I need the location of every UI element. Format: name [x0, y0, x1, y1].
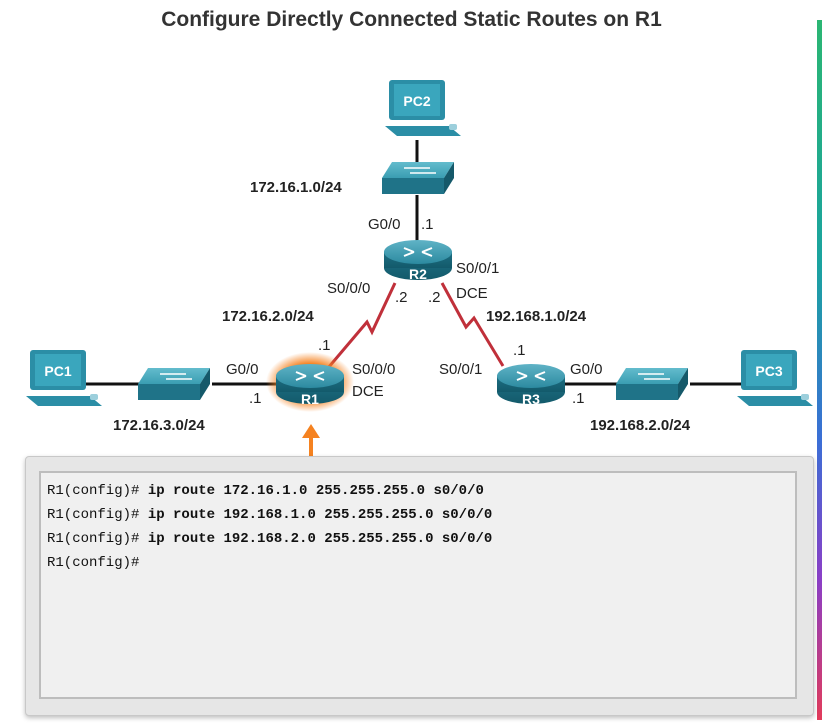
- pc2-label: PC2: [403, 93, 430, 109]
- cli-line: R1(config)# ip route 172.16.1.0 255.255.…: [47, 479, 789, 503]
- network-label-r1-r2: 172.16.2.0/24: [222, 308, 314, 325]
- side-color-strip: [817, 20, 822, 720]
- r1-label: R1: [301, 391, 319, 407]
- pc3[interactable]: [737, 350, 813, 406]
- network-label-left-lan: 172.16.3.0/24: [113, 417, 205, 434]
- pc2[interactable]: [385, 80, 461, 136]
- r1-pointer-arrow: [302, 424, 320, 458]
- pc3-label: PC3: [755, 363, 782, 379]
- diagram-title: Configure Directly Connected Static Rout…: [161, 8, 662, 31]
- r2-g00-host: .1: [421, 216, 434, 233]
- right-switch[interactable]: [616, 368, 688, 400]
- cli-command: ip route 172.16.1.0 255.255.255.0 s0/0/0: [147, 483, 484, 499]
- r3-g00-host: .1: [572, 390, 585, 407]
- cli-prompt: R1(config)#: [47, 483, 140, 499]
- top-switch[interactable]: [382, 162, 454, 194]
- r2-label: R2: [409, 266, 427, 282]
- router-r3[interactable]: [497, 364, 565, 404]
- cli-line: R1(config)# ip route 192.168.1.0 255.255…: [47, 503, 789, 527]
- network-label-r2-r3: 192.168.1.0/24: [486, 308, 587, 325]
- r3-g00-label: G0/0: [570, 361, 603, 378]
- r2-g00-label: G0/0: [368, 216, 401, 233]
- r1-s000-dce: DCE: [352, 383, 384, 400]
- r2-s001-label: S0/0/1: [456, 260, 499, 277]
- router-r1[interactable]: [266, 352, 354, 412]
- r1-s000-label: S0/0/0: [352, 361, 395, 378]
- network-label-right-lan: 192.168.2.0/24: [590, 417, 691, 434]
- cli-line: R1(config)#: [47, 551, 789, 575]
- left-switch[interactable]: [138, 368, 210, 400]
- r3-s001-label: S0/0/1: [439, 361, 482, 378]
- r1-g00-label: G0/0: [226, 361, 259, 378]
- network-label-top-lan: 172.16.1.0/24: [250, 179, 342, 196]
- r2-s001-host: .2: [428, 289, 441, 306]
- topology-diagram: PC2 R2 R1 R3: [26, 80, 813, 458]
- cli-output-panel[interactable]: R1(config)# ip route 172.16.1.0 255.255.…: [39, 471, 797, 699]
- cli-command: ip route 192.168.1.0 255.255.255.0 s0/0/…: [147, 507, 493, 523]
- r1-r2-serial-link: [326, 282, 397, 369]
- r2-s000-label: S0/0/0: [327, 280, 370, 297]
- r2-r3-serial-link: [440, 282, 505, 367]
- r1-s000-host: .1: [318, 337, 331, 354]
- r1-g00-host: .1: [249, 390, 262, 407]
- cli-prompt: R1(config)#: [47, 531, 140, 547]
- r3-s001-host: .1: [513, 342, 526, 359]
- pc1[interactable]: [26, 350, 102, 406]
- cli-prompt: R1(config)#: [47, 507, 140, 523]
- cli-prompt: R1(config)#: [47, 555, 140, 571]
- r2-s000-host: .2: [395, 289, 408, 306]
- cli-line: R1(config)# ip route 192.168.2.0 255.255…: [47, 527, 789, 551]
- r3-label: R3: [522, 391, 540, 407]
- pc1-label: PC1: [44, 363, 71, 379]
- cli-command: ip route 192.168.2.0 255.255.255.0 s0/0/…: [147, 531, 493, 547]
- cli-window: R1(config)# ip route 172.16.1.0 255.255.…: [25, 456, 814, 716]
- r2-s001-dce: DCE: [456, 285, 488, 302]
- router-r2[interactable]: [384, 240, 452, 280]
